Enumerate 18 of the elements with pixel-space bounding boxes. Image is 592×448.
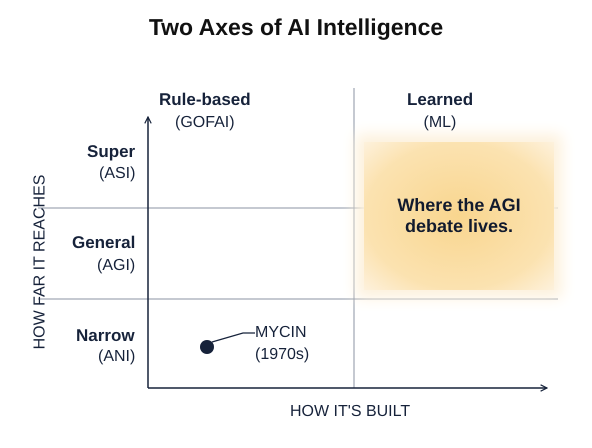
column-subheading: (GOFAI) <box>175 114 235 132</box>
column-subheading: (ML) <box>424 114 456 132</box>
axis-label: HOW FAR IT REACHES <box>30 174 49 350</box>
row-heading: Narrow <box>76 326 135 346</box>
row-heading: Super <box>87 142 136 162</box>
callout-label: MYCIN (1970s) <box>255 322 325 368</box>
column-heading: Rule-based <box>159 90 251 110</box>
axis-label: HOW IT'S BUILT <box>290 403 410 421</box>
title: Two Axes of AI Intelligence <box>148 14 444 41</box>
data-point-dot <box>200 340 214 354</box>
row-subheading: (ANI) <box>98 348 136 366</box>
column-heading: Learned <box>407 90 474 110</box>
row-subheading: (ASI) <box>99 165 136 183</box>
row-subheading: (AGI) <box>97 257 136 275</box>
highlight-zone <box>364 142 554 290</box>
leader-line <box>212 332 255 343</box>
zone-text: Where the AGI debate lives. <box>396 195 522 237</box>
row-heading: General <box>72 233 136 253</box>
